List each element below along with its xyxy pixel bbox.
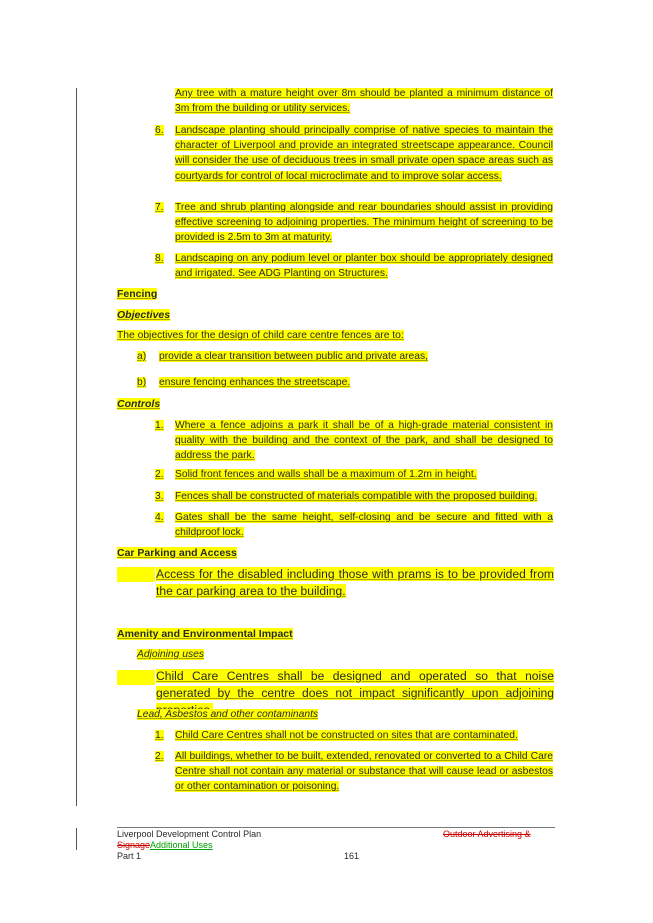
item-8-text: Landscaping on any podium level or plant…	[175, 253, 553, 280]
footer-rule	[117, 827, 555, 828]
car-parking-text: Access for the disabled including those …	[156, 567, 554, 599]
objective-a-label: a)	[137, 351, 147, 362]
adjoining-indent-highlight	[117, 670, 155, 685]
control-4-number: 4.	[155, 512, 164, 523]
objective-b-label: b)	[137, 377, 147, 388]
footer-revision-bar	[76, 828, 77, 850]
lead-2-number: 2.	[155, 751, 164, 762]
item-8-number: 8.	[155, 253, 164, 264]
control-3-text: Fences shall be constructed of materials…	[175, 491, 538, 502]
footer-part: Part 1	[117, 851, 142, 861]
objectives-heading: Objectives	[117, 309, 171, 321]
fencing-heading: Fencing	[117, 288, 158, 300]
lead-1-number: 1.	[155, 730, 164, 741]
car-parking-indent-highlight	[117, 567, 155, 582]
fencing-intro: The objectives for the design of child c…	[117, 330, 404, 341]
amenity-heading: Amenity and Environmental Impact	[117, 628, 293, 640]
control-1-number: 1.	[155, 420, 164, 431]
control-2-text: Solid front fences and walls shall be a …	[175, 469, 477, 480]
objective-b-text: ensure fencing enhances the streetscape.	[159, 377, 351, 388]
lead-2-text: All buildings, whether to be built, exte…	[175, 751, 553, 793]
footer-section-deleted: Outdoor Advertising &	[443, 829, 531, 839]
item-6-number: 6.	[155, 125, 164, 136]
revision-bar	[76, 88, 77, 806]
control-4-text: Gates shall be the same height, self-clo…	[175, 512, 553, 539]
adjoining-uses-heading: Adjoining uses	[137, 649, 204, 660]
page-number: 161	[344, 851, 360, 861]
tree-planting-paragraph: Any tree with a mature height over 8m sh…	[175, 88, 553, 115]
car-parking-heading: Car Parking and Access	[117, 547, 237, 559]
lead-1-text: Child Care Centres shall not be construc…	[175, 730, 518, 741]
control-2-number: 2.	[155, 469, 164, 480]
item-6-text: Landscape planting should principally co…	[175, 125, 553, 182]
controls-heading: Controls	[117, 398, 161, 410]
item-7-text: Tree and shrub planting alongside and re…	[175, 202, 553, 244]
objective-a-text: provide a clear transition between publi…	[159, 351, 429, 362]
control-1-text: Where a fence adjoins a park it shall be…	[175, 420, 553, 462]
footer-section-line2: SignageAdditional Uses	[117, 840, 213, 850]
lead-asbestos-heading: Lead, Asbestos and other contaminants	[137, 709, 319, 720]
footer-doc-title: Liverpool Development Control Plan	[117, 829, 262, 839]
control-3-number: 3.	[155, 491, 164, 502]
item-7-number: 7.	[155, 202, 164, 213]
